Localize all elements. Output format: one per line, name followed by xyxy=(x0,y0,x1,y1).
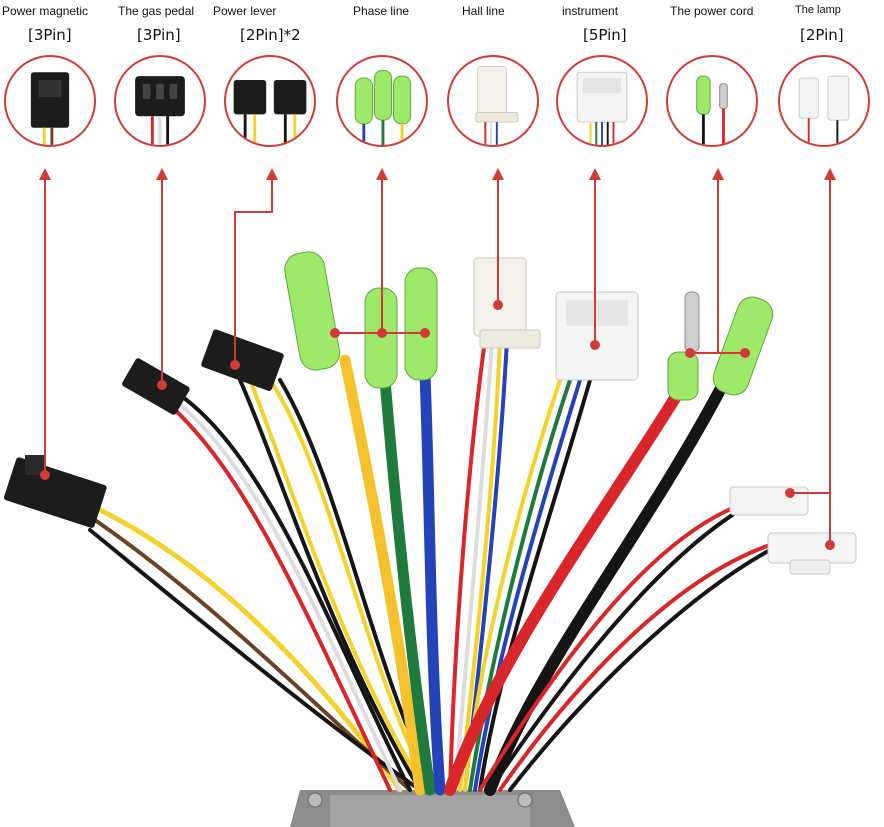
pointer-arrows xyxy=(39,168,836,550)
pins-gas-pedal: [3Pin] xyxy=(137,26,181,44)
bubble-gas-pedal xyxy=(114,55,206,147)
pins-instrument: [5Pin] xyxy=(583,26,627,44)
bubble-instrument xyxy=(556,55,648,147)
pins-lamp: [2Pin] xyxy=(800,26,844,44)
connector-phase-line xyxy=(284,251,438,389)
connector-zoom-bubbles xyxy=(0,0,884,160)
connector-power-magnetic xyxy=(3,455,107,528)
bubble-phase-line xyxy=(336,55,428,147)
pins-power-magnetic: [3Pin] xyxy=(28,26,72,44)
label-lamp: The lamp xyxy=(795,4,841,16)
bubble-power-magnetic xyxy=(4,55,96,147)
gas-pedal-connector-icon xyxy=(135,76,185,145)
connector-hall-line xyxy=(473,257,541,349)
connector-power-lever xyxy=(201,329,284,391)
power-magnetic-connector-icon xyxy=(30,72,70,145)
wire-bundle xyxy=(88,338,772,796)
bubble-lamp xyxy=(778,55,870,147)
label-power-cord: The power cord xyxy=(670,4,754,18)
pins-power-lever: [2Pin]*2 xyxy=(240,26,301,44)
bubble-power-lever xyxy=(224,55,316,147)
label-instrument: instrument xyxy=(562,4,619,18)
hall-line-connector-icon xyxy=(475,66,519,145)
label-gas-pedal: The gas pedal xyxy=(118,4,195,18)
power-lever-connector-icon xyxy=(233,79,307,145)
connector-gas-pedal xyxy=(122,358,190,415)
label-phase-line: Phase line xyxy=(353,4,410,18)
power-cord-connector-icon xyxy=(696,75,728,145)
lamp-connector-icon xyxy=(798,75,850,145)
connector-power-cord xyxy=(667,291,774,401)
bubble-hall-line xyxy=(447,55,539,147)
label-hall-line: Hall line xyxy=(462,4,505,18)
instrument-connector-icon xyxy=(576,71,628,145)
controller-housing xyxy=(290,790,575,827)
connector-labels: Power magnetic [3Pin] The gas pedal [3Pi… xyxy=(0,0,884,160)
phase-line-connector-icon xyxy=(354,69,412,145)
label-power-magnetic: Power magnetic xyxy=(2,4,89,18)
label-power-lever: Power lever xyxy=(213,4,277,18)
connector-instrument xyxy=(555,291,639,381)
bubble-power-cord xyxy=(666,55,758,147)
